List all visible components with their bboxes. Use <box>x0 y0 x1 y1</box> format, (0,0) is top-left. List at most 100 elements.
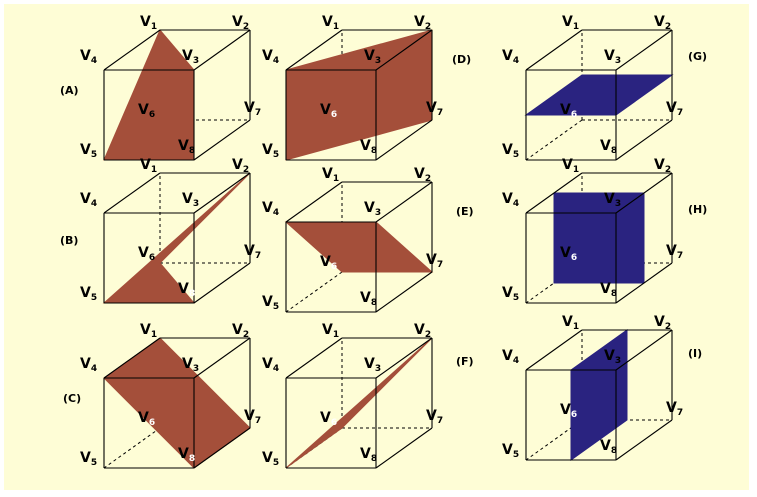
plane-polygon <box>570 329 628 461</box>
vertex-label-v6: V6 <box>138 410 155 428</box>
cube-edge <box>525 172 583 214</box>
vertex-label-v2: V2 <box>654 157 671 175</box>
vertex-label-v7: V7 <box>666 100 683 118</box>
vertex-label-v8: V8 <box>360 446 377 464</box>
vertex-label-v8: V8 <box>178 281 195 299</box>
vertex-label-v2: V2 <box>232 14 249 32</box>
vertex-label-v4: V4 <box>502 348 519 366</box>
vertex-label-v1: V1 <box>140 157 157 175</box>
vertex-label-v4: V4 <box>502 48 519 66</box>
panel-label-d: (D) <box>452 53 471 66</box>
vertex-label-v2: V2 <box>654 14 671 32</box>
vertex-label-v6: V6 <box>320 254 337 272</box>
vertex-label-v5: V5 <box>80 142 97 160</box>
vertex-label-v5: V5 <box>502 285 519 303</box>
vertex-label-v6: V6 <box>560 245 577 263</box>
vertex-label-v8: V8 <box>600 138 617 156</box>
vertex-label-v7: V7 <box>426 252 443 270</box>
vertex-label-v1: V1 <box>562 157 579 175</box>
vertex-label-v2: V2 <box>232 322 249 340</box>
vertex-label-v1: V1 <box>322 14 339 32</box>
vertex-label-v6: V6 <box>560 402 577 420</box>
cube-edge <box>193 172 251 214</box>
vertex-label-v8: V8 <box>178 446 195 464</box>
vertex-label-v6: V6 <box>320 102 337 120</box>
vertex-label-v5: V5 <box>262 450 279 468</box>
panel-label-g: (G) <box>688 50 707 63</box>
vertex-label-v4: V4 <box>262 48 279 66</box>
vertex-label-v5: V5 <box>502 442 519 460</box>
vertex-label-v3: V3 <box>364 48 381 66</box>
cube-edge <box>103 172 161 214</box>
vertex-label-v8: V8 <box>360 138 377 156</box>
cube-edge <box>103 29 161 71</box>
cube-edge <box>103 337 161 379</box>
vertex-label-v4: V4 <box>262 200 279 218</box>
cube-edge <box>375 427 433 469</box>
vertex-label-v5: V5 <box>502 142 519 160</box>
cube-edge <box>193 427 251 469</box>
vertex-label-v6: V6 <box>560 102 577 120</box>
vertex-label-v3: V3 <box>604 348 621 366</box>
cube-edge <box>193 262 251 304</box>
vertex-label-v7: V7 <box>426 100 443 118</box>
vertex-label-v4: V4 <box>80 356 97 374</box>
panel-label-e: (E) <box>456 205 474 218</box>
vertex-label-v4: V4 <box>80 191 97 209</box>
panel-label-i: (I) <box>688 347 702 360</box>
vertex-label-v4: V4 <box>80 48 97 66</box>
panel-label-f: (F) <box>456 355 474 368</box>
vertex-label-v7: V7 <box>244 243 261 261</box>
cube-edge <box>615 419 673 461</box>
vertex-label-v7: V7 <box>244 408 261 426</box>
vertex-label-v8: V8 <box>600 438 617 456</box>
vertex-label-v8: V8 <box>360 290 377 308</box>
cube-edge <box>615 262 673 304</box>
vertex-label-v4: V4 <box>262 356 279 374</box>
cube-edge <box>615 29 673 71</box>
vertex-label-v3: V3 <box>182 356 199 374</box>
cube-edge <box>193 337 251 379</box>
vertex-label-v8: V8 <box>178 138 195 156</box>
cube-edge <box>615 119 673 161</box>
cube-edge <box>375 181 433 223</box>
vertex-label-v1: V1 <box>562 14 579 32</box>
vertex-label-v5: V5 <box>262 294 279 312</box>
vertex-label-v1: V1 <box>140 14 157 32</box>
vertex-label-v6: V6 <box>320 410 337 428</box>
vertex-label-v1: V1 <box>322 322 339 340</box>
vertex-label-v2: V2 <box>232 157 249 175</box>
vertex-label-v2: V2 <box>654 314 671 332</box>
vertex-label-v8: V8 <box>600 281 617 299</box>
cube-edge <box>525 29 583 71</box>
vertex-label-v3: V3 <box>604 191 621 209</box>
cube-edge <box>285 337 343 379</box>
cube-edge <box>375 337 433 379</box>
cube-edge <box>525 329 583 371</box>
cube-edge <box>615 329 673 371</box>
vertex-label-v7: V7 <box>244 100 261 118</box>
cube-edge <box>375 29 433 71</box>
vertex-label-v5: V5 <box>80 285 97 303</box>
cube-edge <box>193 119 251 161</box>
vertex-label-v7: V7 <box>666 400 683 418</box>
panel-label-a: (A) <box>60 84 79 97</box>
vertex-label-v1: V1 <box>140 322 157 340</box>
panel-label-h: (H) <box>688 203 707 216</box>
vertex-label-v1: V1 <box>322 166 339 184</box>
vertex-label-v2: V2 <box>414 14 431 32</box>
panel-label-b: (B) <box>60 234 78 247</box>
cube-edge <box>375 271 433 313</box>
vertex-label-v7: V7 <box>666 243 683 261</box>
cube-edge <box>193 29 251 71</box>
cube-edge <box>285 29 343 71</box>
cube-edge <box>615 172 673 214</box>
